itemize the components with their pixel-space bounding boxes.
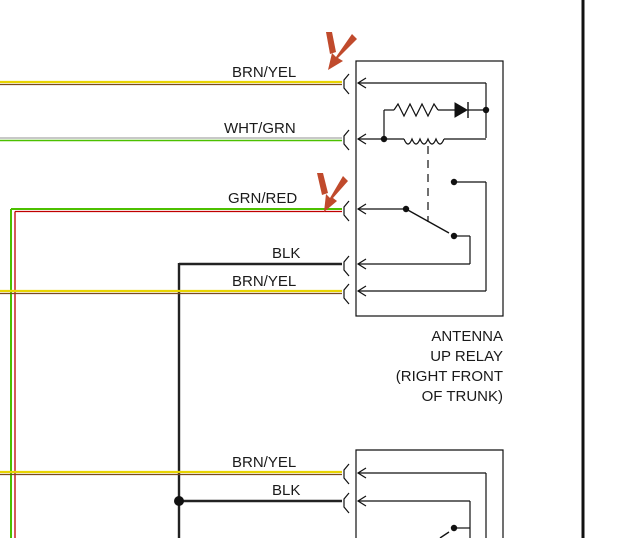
resistor-icon <box>383 102 455 139</box>
wire-blk-2 <box>174 496 342 506</box>
antenna-up-relay-box <box>355 60 504 317</box>
wire-label-grn-red: GRN/RED <box>228 190 297 207</box>
relay-caption-line4: OF TRUNK) <box>422 388 503 405</box>
wire-brn-yel-2 <box>0 289 342 295</box>
switch-icon <box>402 178 458 240</box>
wire-label-blk-2: BLK <box>272 482 300 499</box>
wire-brn-yel-1 <box>0 80 342 86</box>
wire-label-blk-1: BLK <box>272 245 300 262</box>
coil-icon <box>380 135 486 145</box>
relay-caption-line2: UP RELAY <box>430 348 503 365</box>
wire-label-brn-yel-1: BRN/YEL <box>232 64 296 81</box>
arrow-pointer-icon <box>326 32 357 70</box>
wire-grn-red <box>10 208 342 538</box>
relay-pin-arrows <box>356 77 486 297</box>
relay-caption-line3: (RIGHT FRONT <box>396 368 503 385</box>
wire-label-brn-yel-2: BRN/YEL <box>232 273 296 290</box>
connector-terminals-upper <box>343 73 350 305</box>
wire-label-wht-grn: WHT/GRN <box>224 120 296 137</box>
wire-blk-1 <box>177 262 342 538</box>
arrow-pointer-icon-2 <box>317 173 348 212</box>
diode-icon <box>454 102 490 118</box>
connector-terminals-lower <box>343 463 350 514</box>
relay-caption: ANTENNA UP RELAY (RIGHT FRONT OF TRUNK) <box>396 328 503 405</box>
antenna-down-relay-box <box>355 449 504 538</box>
wire-label-brn-yel-3: BRN/YEL <box>232 454 296 471</box>
wire-wht-grn <box>0 137 342 142</box>
wire-brn-yel-3 <box>0 470 342 476</box>
relay-caption-line1: ANTENNA <box>431 328 503 345</box>
